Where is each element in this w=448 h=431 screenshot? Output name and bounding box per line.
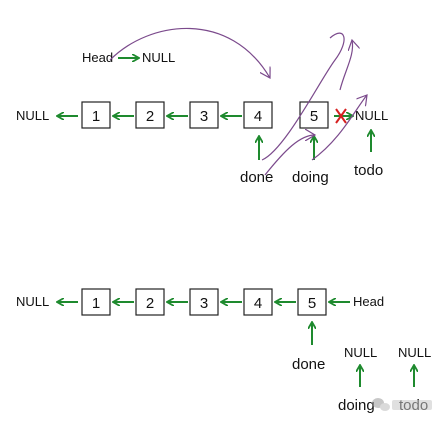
top-node-1: 1 [81,101,111,129]
top-right-null: NULL [355,108,388,123]
top-node-4-value: 4 [254,108,262,125]
top-node-5: 5 [299,101,329,129]
top-node-2-value: 2 [146,108,154,125]
top-pointer-todo: todo [354,162,383,179]
bottom-diagram: NULL 1 2 3 4 5 Head done NULL [16,288,431,414]
curve-next-pointer [339,40,353,91]
bottom-node-2-value: 2 [146,295,154,312]
curve-done-to-doing [261,32,345,161]
bottom-node-3-value: 3 [200,295,208,312]
bottom-node-2: 2 [135,288,165,316]
curve-doing-to-todo [311,95,367,161]
top-head-label: Head [82,50,113,65]
top-node-2: 2 [135,101,165,129]
curve-head-to-node-5 [109,27,270,78]
bottom-node-5-value: 5 [308,295,316,312]
bottom-node-4-value: 4 [254,295,262,312]
top-node-4: 4 [243,101,273,129]
cross-mark-icon [335,108,347,124]
top-node-3: 3 [189,101,219,129]
top-head-null: NULL [142,50,175,65]
pointer-transition-curves [109,27,367,176]
bottom-todo-null: NULL [398,345,431,360]
bottom-node-1-value: 1 [92,295,100,312]
bottom-pointer-doing: doing [338,397,375,414]
top-left-null: NULL [16,108,49,123]
bottom-doing-null: NULL [344,345,377,360]
bottom-pointer-done: done [292,356,325,373]
top-diagram: Head NULL NULL 1 2 3 4 5 [16,27,388,186]
top-node-5-value: 5 [310,108,318,125]
bottom-node-1: 1 [81,288,111,316]
top-node-3-value: 3 [200,108,208,125]
top-pointer-doing: doing [292,169,329,186]
top-pointer-done: done [240,169,273,186]
bottom-head-label: Head [353,294,384,309]
bottom-node-4: 4 [243,288,273,316]
bottom-node-5: 5 [297,288,327,316]
curve-done-shift [264,135,315,176]
top-node-1-value: 1 [92,108,100,125]
bottom-node-3: 3 [189,288,219,316]
bottom-left-null: NULL [16,294,49,309]
wechat-logo-icon [372,398,432,411]
